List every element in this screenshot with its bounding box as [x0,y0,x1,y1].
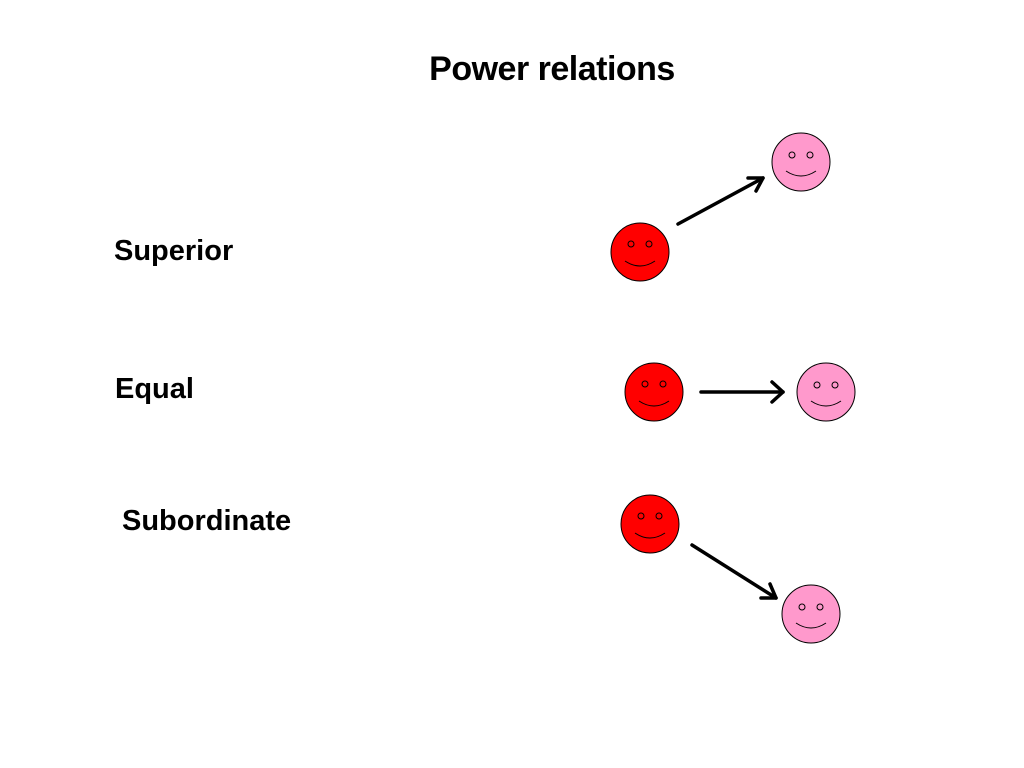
other-face-icon [771,132,831,192]
row-label-superior: Superior [114,235,234,267]
other-face-icon [781,584,841,644]
row-label-equal: Equal [115,373,194,405]
subordinate-relation [620,494,841,644]
equal-relation [624,362,856,422]
row-label-subordinate: Subordinate [122,505,292,537]
slide-title: Power relations [429,50,675,88]
arrow-up-icon [676,176,765,226]
arrowhead-down-icon [759,582,778,600]
superior-relation [610,132,831,282]
slide-title-container: Power relations [0,50,1024,89]
self-face-icon [624,362,684,422]
self-face-icon [620,494,680,554]
arrowhead-right-icon [770,380,785,404]
self-face-icon [610,222,670,282]
arrowhead-up-icon [746,176,765,193]
other-face-icon [796,362,856,422]
arrow-down-icon [690,543,778,600]
